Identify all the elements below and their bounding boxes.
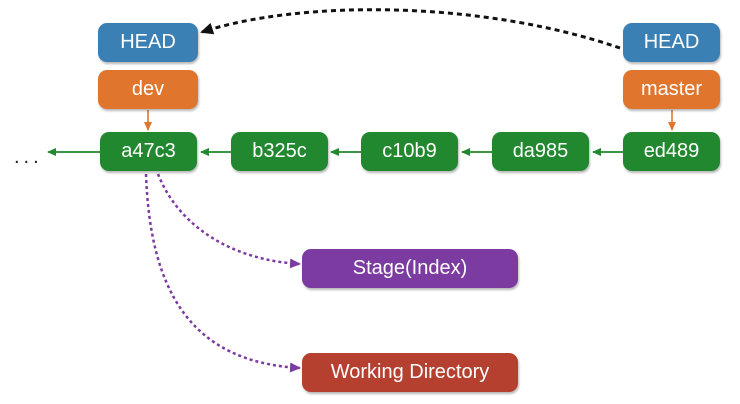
earlier-commits-ellipsis: ... (14, 146, 43, 168)
commit-ed489-label: ed489 (643, 140, 700, 162)
stage-index-label: Stage(Index) (352, 257, 468, 279)
commit-b325c-label: b325c (252, 140, 307, 162)
head-pointer-left[interactable]: HEAD (98, 23, 198, 62)
head-pointer-right[interactable]: HEAD (623, 23, 720, 62)
commit-c10b9[interactable]: c10b9 (361, 132, 458, 171)
branch-dev-label: dev (131, 78, 165, 100)
working-directory-box[interactable]: Working Directory (302, 353, 518, 392)
branch-master-label: master (640, 78, 703, 100)
head-move-arrow (200, 8, 621, 50)
commit-a47c3[interactable]: a47c3 (100, 132, 197, 171)
working-directory-label: Working Directory (330, 361, 490, 383)
commit-a47c3-label: a47c3 (121, 140, 176, 162)
commit-c10b9-label: c10b9 (382, 140, 437, 162)
commit-ed489[interactable]: ed489 (623, 132, 720, 171)
branch-master[interactable]: master (623, 70, 720, 109)
stage-index-box[interactable]: Stage(Index) (302, 249, 518, 288)
stage-checkout-arrow (156, 173, 301, 269)
commit-da985-label: da985 (512, 140, 569, 162)
commit-da985[interactable]: da985 (492, 132, 589, 171)
commit-b325c[interactable]: b325c (231, 132, 328, 171)
head-pointer-right-label: HEAD (643, 31, 700, 53)
branch-dev[interactable]: dev (98, 70, 198, 109)
head-pointer-left-label: HEAD (120, 31, 176, 53)
working-directory-checkout-arrow (144, 173, 301, 373)
